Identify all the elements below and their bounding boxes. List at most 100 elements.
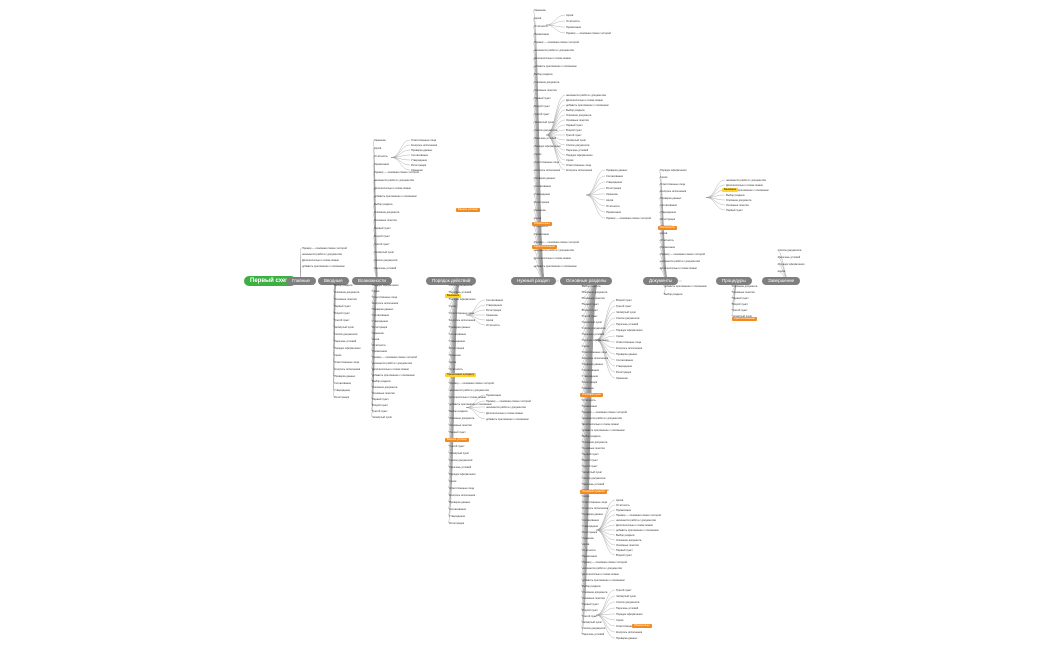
leaf-text[interactable]: Согласование [582,368,600,372]
leaf-text[interactable]: Второй пункт [372,403,388,407]
leaf-text[interactable]: начинается работа с документом [534,48,574,52]
leaf-text[interactable]: Перечень условий [582,632,605,636]
leaf-text[interactable]: Выбор раздела [616,533,635,537]
leaf-text[interactable]: Архив [616,498,624,502]
leaf-text[interactable]: Пример — основная схема с которой [606,216,651,220]
leaf-text[interactable]: Примечание [566,25,582,29]
leaf-text[interactable]: Список документов [334,332,358,336]
leaf-text[interactable]: Ответственные лица [372,295,398,299]
leaf-text[interactable]: Согласование [582,518,600,522]
leaf-text[interactable]: Контроль исполнения [566,168,593,172]
leaf-text[interactable]: Основные понятия [534,88,557,92]
leaf-text[interactable]: добавить приложение с описанием [302,264,345,268]
leaf-text[interactable]: Регистрация [616,370,632,374]
leaf-text[interactable]: Пример — основная схема с которой [582,410,627,414]
leaf-text[interactable]: Третий пункт [582,614,598,618]
leaf-text[interactable]: Проверка данных [582,362,604,366]
leaf-text[interactable]: Утверждение [660,210,677,214]
leaf-text[interactable]: Хранение [449,353,461,357]
leaf-text[interactable]: Хранение [534,208,546,212]
leaf-text[interactable]: Регистрация [486,308,502,312]
leaf-text[interactable]: Основные понятия [582,596,605,600]
leaf-text[interactable]: Отчётность [606,204,620,208]
leaf-text[interactable]: Пример — основная схема с которой [534,40,579,44]
leaf-text[interactable]: Порядок оформления [334,346,361,350]
leaf-text[interactable]: Второй пункт [732,302,748,306]
leaf-text[interactable]: Согласование [372,313,390,317]
leaf-text[interactable]: Примечание [582,554,598,558]
branch-node-6[interactable]: Основные разделы [560,277,613,285]
branch-node-2[interactable]: Вводные [318,277,349,285]
highlight-tag[interactable]: Срок исполнения [732,317,757,321]
leaf-text[interactable]: Описание документа [726,198,752,202]
leaf-text[interactable]: начинается работа с документом [372,361,412,365]
leaf-text[interactable]: Пример — основная схема с которой [534,240,579,244]
leaf-text[interactable]: Отчётность [486,323,500,327]
leaf-text[interactable]: Отчётность [566,19,580,23]
leaf-text[interactable]: начинается работа с документом [566,93,606,97]
leaf-text[interactable]: Порядок оформления [534,144,561,148]
leaf-text[interactable]: начинается работа с документом [486,405,526,409]
leaf-text[interactable]: Утверждение [616,364,633,368]
leaf-text[interactable]: Третий пункт [582,464,598,468]
leaf-text[interactable]: Ответственные лица [534,160,560,164]
leaf-text[interactable]: Дополнительно к схеме можно [660,266,698,270]
leaf-text[interactable]: добавить приложение с описанием [616,528,659,532]
leaf-text[interactable]: Архив [449,360,457,364]
leaf-text[interactable]: Третий пункт [732,308,748,312]
leaf-text[interactable]: Примечание [616,508,632,512]
leaf-text[interactable]: Описание документа [449,416,475,420]
leaf-text[interactable]: Третий пункт [566,133,582,137]
leaf-text[interactable]: Основные понятия [372,391,395,395]
leaf-text[interactable]: начинается работа с документом [616,518,656,522]
leaf-text[interactable]: Архив [660,231,668,235]
leaf-text[interactable]: Согласование [449,507,467,511]
leaf-text[interactable]: Сроки [334,353,342,357]
leaf-text[interactable]: Второй пункт [334,311,350,315]
leaf-text[interactable]: Выбор раздела [726,193,745,197]
leaf-text[interactable]: Выбор раздела [582,284,601,288]
leaf-text[interactable]: Регистрация [660,217,676,221]
leaf-text[interactable]: Утверждение [449,339,466,343]
leaf-text[interactable]: Список документов [582,476,606,480]
leaf-text[interactable]: Сроки [660,175,668,179]
leaf-text[interactable]: Утверждение [582,524,599,528]
leaf-text[interactable]: Пример — основная схема с которой [302,246,347,250]
leaf-text[interactable]: Выбор раздела [334,283,353,287]
leaf-text[interactable]: Четвёртый пункт [732,314,753,318]
leaf-text[interactable]: Контроль исполнения [334,367,361,371]
leaf-text[interactable]: Дополнительно к схеме можно [726,183,764,187]
leaf-text[interactable]: добавить приложение с описанием [582,428,625,432]
leaf-text[interactable]: Выбор раздела [372,379,391,383]
branch-node-7[interactable]: Документы [643,277,679,285]
leaf-text[interactable]: Пример — основная схема с которой [449,381,494,385]
branch-node-5[interactable]: Нужный раздел [511,277,556,285]
leaf-text[interactable]: Ответственные лица [582,500,608,504]
highlight-tag[interactable]: Обязательно [632,624,652,628]
leaf-text[interactable]: Список документов [778,248,802,252]
leaf-text[interactable]: Регистрация [534,200,550,204]
leaf-text[interactable]: Пример — основная схема с которой [486,399,531,403]
leaf-text[interactable]: Описание документа [374,210,400,214]
leaf-text[interactable]: Хранение [616,376,628,380]
leaf-text[interactable]: начинается работа с документом [449,388,489,392]
leaf-text[interactable]: Примечание [534,232,550,236]
leaf-text[interactable]: Регистрация [582,380,598,384]
highlight-tag[interactable]: Внимание [445,294,462,298]
leaf-text[interactable]: начинается работа с документом [302,252,342,256]
leaf-text[interactable]: Проверка данных [660,196,682,200]
leaf-text[interactable]: Основные понятия [566,118,589,122]
leaf-text[interactable]: Согласование [534,184,552,188]
leaf-text[interactable]: Дополнительно к схеме можно [302,258,340,262]
leaf-text[interactable]: Хранение [372,331,384,335]
leaf-text[interactable]: Четвёртый пункт [534,120,555,124]
highlight-tag[interactable]: Внимание [722,188,739,192]
leaf-text[interactable]: Список документов [582,626,606,630]
leaf-text[interactable]: Порядок оформления [449,297,476,301]
leaf-text[interactable]: Описание документа [534,80,560,84]
leaf-text[interactable]: Согласование [616,358,634,362]
leaf-text[interactable]: Перечень условий [449,465,472,469]
leaf-text[interactable]: Дополнительно к схеме можно [582,422,620,426]
leaf-text[interactable]: Второй пункт [616,553,632,557]
leaf-text[interactable]: Проверка данных [449,500,471,504]
